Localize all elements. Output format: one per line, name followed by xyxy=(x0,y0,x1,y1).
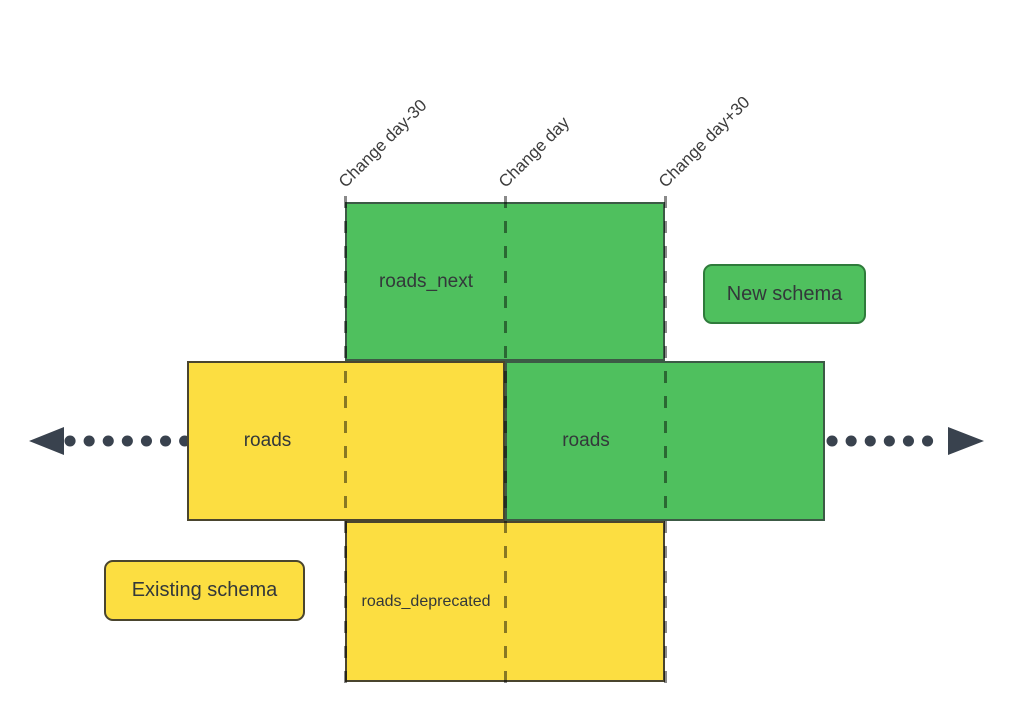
timeline-label-change-day-minus-30: Change day-30 xyxy=(334,95,431,192)
box-roads-deprecated-label: roads_deprecated xyxy=(361,592,491,610)
box-roads-new-label: roads xyxy=(562,430,610,451)
box-roads-deprecated: roads_deprecated xyxy=(345,521,665,682)
legend-new-schema-label: New schema xyxy=(726,282,843,305)
box-roads-next: roads_next xyxy=(345,202,665,361)
timeline-arrow-right-icon xyxy=(826,427,984,455)
box-roads-existing-label: roads xyxy=(243,430,292,451)
box-roads-new: roads xyxy=(505,361,825,521)
box-roads-existing: roads xyxy=(187,361,505,521)
timeline-label-change-day-plus-30: Change day+30 xyxy=(654,92,754,192)
legend-existing-schema-label: Existing schema xyxy=(131,579,278,601)
box-roads-next-label: roads_next xyxy=(378,270,473,292)
legend-existing-schema: Existing schema xyxy=(104,560,305,621)
legend-new-schema: New schema xyxy=(703,264,866,324)
timeline-label-change-day: Change day xyxy=(494,113,574,192)
